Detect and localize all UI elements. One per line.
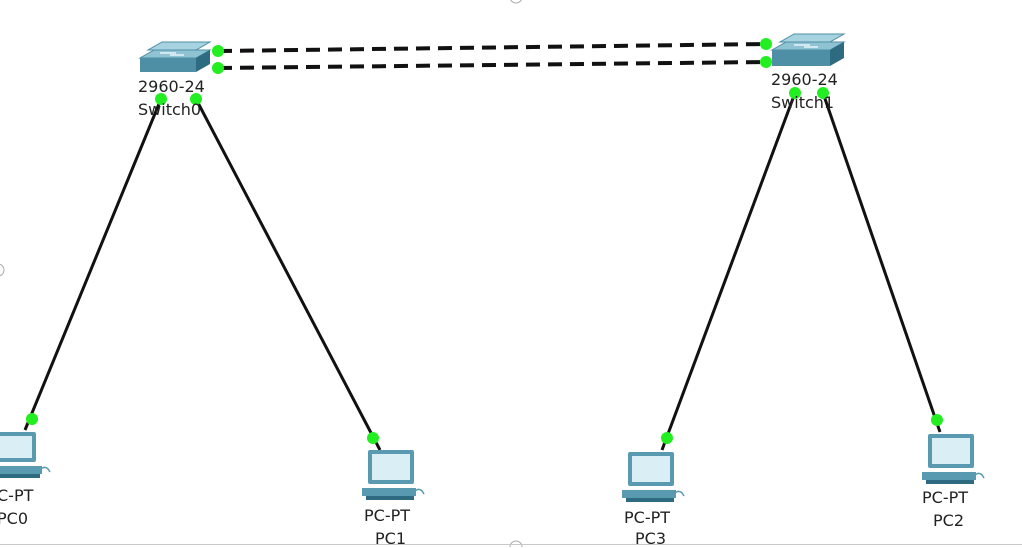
trunk-link-1[interactable] [217,42,767,53]
port-dot-pc1 [367,432,379,444]
pc3-model-label: PC-PT [624,508,671,527]
pc2-icon[interactable] [922,434,985,484]
switch1-icon[interactable] [770,33,846,66]
port-dot-switch1-trunk1 [760,38,772,50]
port-dot-switch1-pc3 [789,87,801,99]
port-dot-pc3 [661,432,673,444]
switch0-name-label: Switch0 [138,100,202,119]
trunk-link-2[interactable] [217,60,767,70]
port-status-dots [26,38,943,444]
access-links[interactable] [23,92,942,451]
link-switch0-pc1[interactable] [194,98,382,451]
pc0-name-label: PC0 [0,509,28,528]
canvas-handle-left[interactable] [0,263,5,277]
pc0-model-label: C-PT [0,486,34,505]
port-dot-switch0-pc1 [190,93,202,105]
port-dot-switch0-trunk2 [212,62,224,74]
port-dot-switch1-trunk2 [760,56,772,68]
port-dot-pc0 [26,413,38,425]
switch0-model-label: 2960-24 [138,77,205,96]
canvas-handle-top[interactable] [510,0,522,4]
pc3-name-label: PC3 [635,529,666,548]
pc2-name-label: PC2 [933,511,964,530]
switch1-name-label: Switch1 [771,93,835,112]
trunk-links[interactable] [217,42,767,70]
canvas-bottom-border [0,544,1022,545]
port-dot-switch0-trunk1 [212,45,224,57]
pc2-model-label: PC-PT [922,488,969,507]
port-dot-pc2 [931,414,943,426]
pc1-model-label: PC-PT [364,506,411,525]
switch0-icon[interactable] [138,41,212,72]
port-dot-switch1-pc2 [817,87,829,99]
pc0-icon[interactable] [0,432,51,478]
port-dot-switch0-pc0 [155,93,167,105]
link-switch1-pc2[interactable] [821,92,942,433]
switch1-model-label: 2960-24 [771,70,838,89]
pc3-icon[interactable] [622,452,685,502]
pc1-name-label: PC1 [375,529,406,548]
link-switch0-pc0[interactable] [23,98,163,431]
pc1-icon[interactable] [362,450,425,500]
link-switch1-pc3[interactable] [660,92,797,451]
